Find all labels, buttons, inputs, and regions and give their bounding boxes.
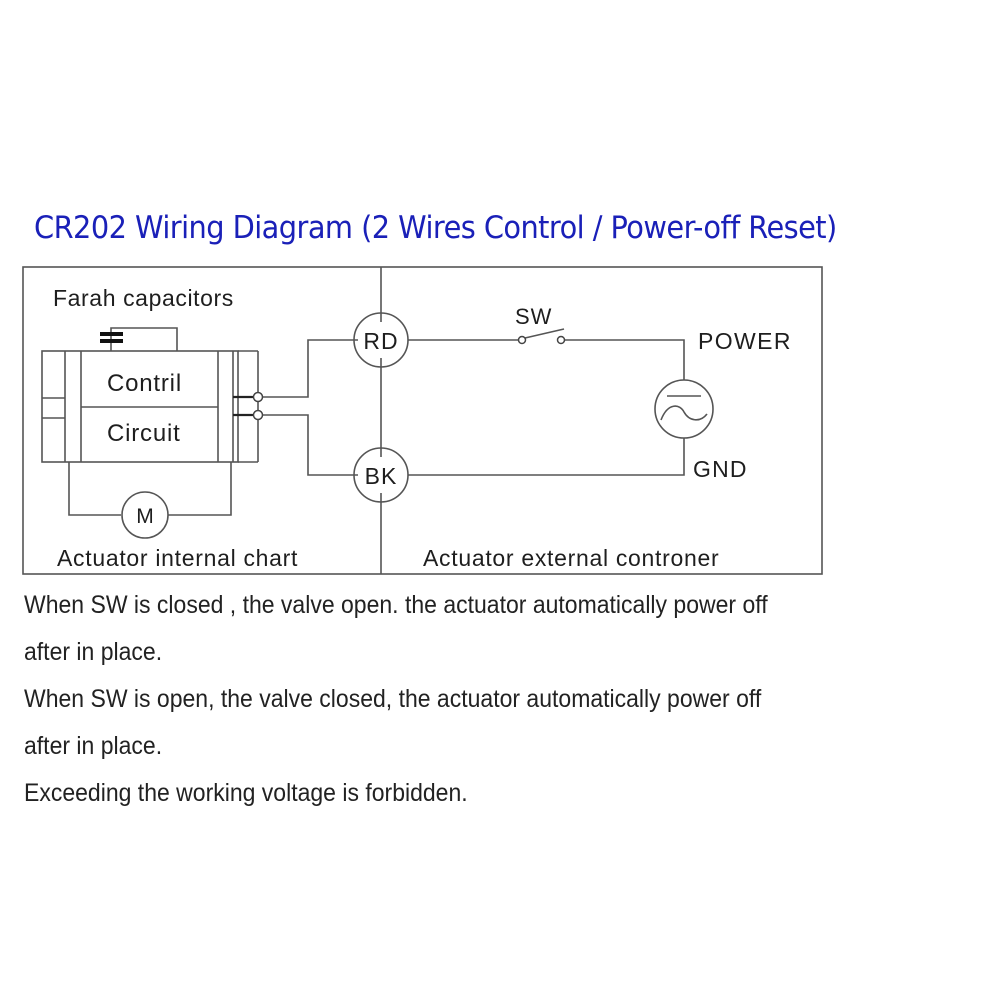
diagram-title: CR202 Wiring Diagram (2 Wires Control / … [34,210,837,246]
external-section-label: Actuator external controner [423,545,719,571]
switch-to-power-wire [564,339,685,380]
motor-wire-right [168,462,232,516]
diagram-frame [22,266,823,575]
note-line: after in place. [24,638,163,666]
circuit-label: Circuit [107,420,181,447]
internal-section-label: Actuator internal chart [57,545,298,571]
note-line: When SW is closed , the valve open. the … [24,591,768,619]
switch-lever [524,328,565,339]
note-line: When SW is open, the valve closed, the a… [24,685,762,713]
rd-label: RD [363,328,398,354]
motor-symbol [121,491,169,539]
motor-wire-left [68,462,121,516]
ground-label: GND [693,456,748,482]
note-line: after in place. [24,732,163,760]
wiring-notes: When SW is closed , the valve open. the … [24,588,768,823]
motor-label: M [136,505,154,528]
terminal-bk [252,409,264,421]
control-label: Contril [107,370,182,397]
ground-return-wire [408,438,685,476]
note-line: Exceeding the working voltage is forbidd… [24,779,468,807]
red-wire [263,339,358,398]
black-wire [263,414,358,476]
switch-contact-left [517,335,527,345]
power-label: POWER [698,328,792,354]
switch-label: SW [515,304,552,329]
capacitor-label: Farah capacitors [53,285,234,311]
ac-power-source-icon [654,379,714,439]
bk-label: BK [365,463,398,489]
switch-contact-right [556,335,566,345]
terminal-rd [252,391,264,403]
capacitor-icon [100,332,123,343]
actuator-body [41,350,259,463]
